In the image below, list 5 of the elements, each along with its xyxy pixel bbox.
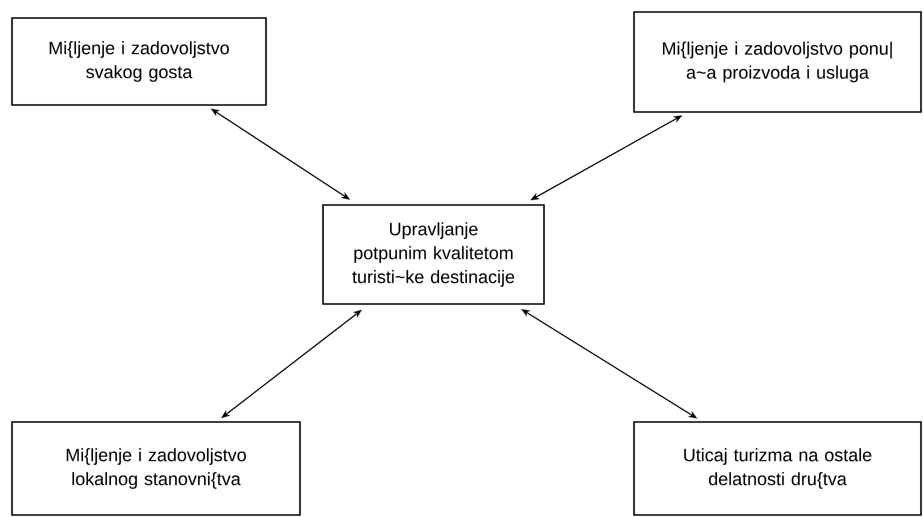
text-box: Mi{ljenje i zadovoljstvo lokalnog stanovni{tva xyxy=(11,421,301,516)
text-box: Uticaj turizma na ostale delatnosti dru{tva xyxy=(633,421,922,516)
text-box: Upravljanje potpunim kvalitetom turisti~ke destinacije xyxy=(322,204,545,305)
text-box: Mi{ljenje i zadovoljstvo ponu| a~a proizvoda i usluga xyxy=(633,11,922,113)
text-box: Mi{ljenje i zadovoljstvo svakog gosta xyxy=(11,17,267,106)
